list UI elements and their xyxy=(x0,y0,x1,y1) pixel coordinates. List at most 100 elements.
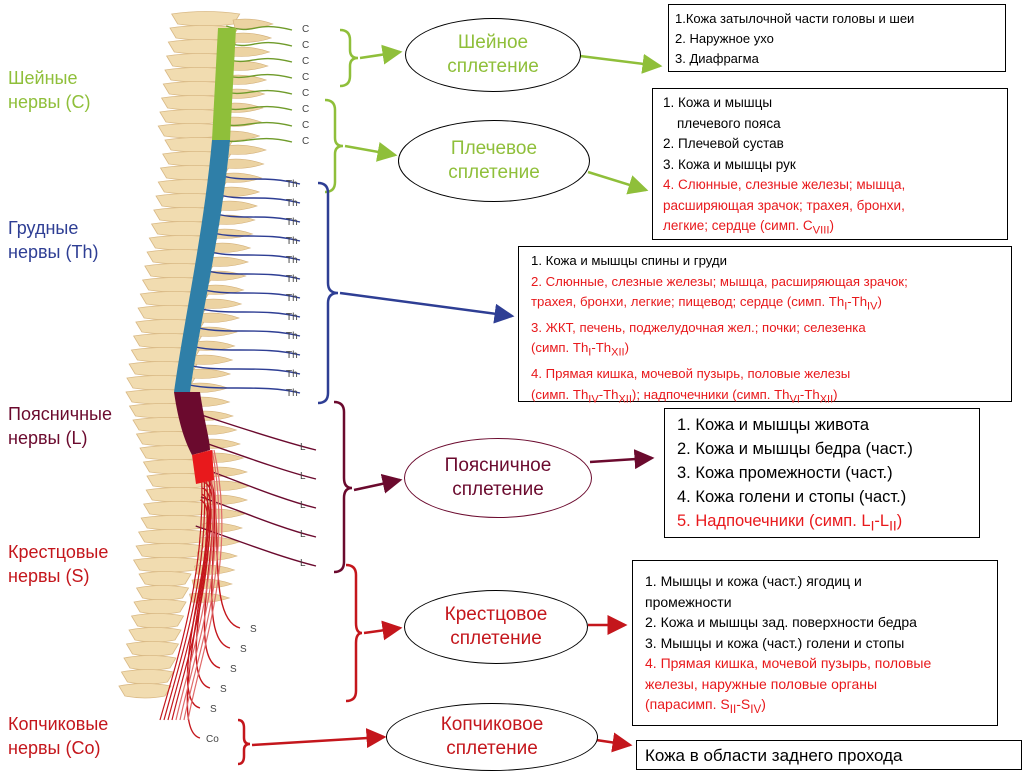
segment-label: S xyxy=(250,624,257,635)
vertebra xyxy=(133,599,187,615)
brace-coccygeal xyxy=(237,718,251,766)
nerve-root xyxy=(187,344,301,356)
info-subscript: I xyxy=(870,518,875,534)
info-subscript: IV xyxy=(867,301,878,314)
category-line: Поясничные xyxy=(8,404,112,424)
plexus-name: Плечевое xyxy=(450,138,538,159)
info-box-cervical: 1.Кожа затылочной части головы и шеи 2. … xyxy=(668,4,1006,72)
info-text: -Th xyxy=(591,340,612,356)
info-subscript: II xyxy=(889,518,897,534)
plexus-cervical: Шейное сплетение xyxy=(405,18,581,92)
plexus-brachial: Плечевое сплетение xyxy=(398,120,590,202)
info-box-coccygeal: Кожа в области заднего прохода xyxy=(636,740,1022,770)
info-line: 1. Кожа и мышцы xyxy=(663,95,773,110)
plexus-name: сплетение xyxy=(448,162,540,183)
vertebra-process xyxy=(189,368,232,379)
vertebra xyxy=(137,529,208,545)
segment-label: C xyxy=(302,56,309,67)
vertebra-process xyxy=(207,256,250,267)
info-line: 1. Кожа и мышцы живота xyxy=(677,416,870,434)
vertebra xyxy=(125,641,180,657)
vertebra-process xyxy=(223,158,265,169)
vertebra-process xyxy=(192,354,234,365)
info-subscript: XII xyxy=(618,393,632,406)
segment-label: Th xyxy=(286,198,298,209)
vertebra-process xyxy=(232,18,274,29)
info-subscript: IV xyxy=(588,393,599,406)
cauda-equina-fiber xyxy=(159,449,203,721)
vertebra xyxy=(118,683,172,699)
category-line: Крестцовые xyxy=(8,542,109,562)
plexus-sacral: Крестцовое сплетение xyxy=(404,590,588,664)
info-line: 4. Кожа голени и стопы (част.) xyxy=(677,488,907,506)
brace-cervical xyxy=(339,28,359,88)
segment-label: Th xyxy=(286,388,298,399)
info-text: (симп. Th xyxy=(531,340,589,356)
vertebra-process xyxy=(221,172,263,183)
info-line: 1.Кожа затылочной части головы и шеи xyxy=(675,11,915,26)
info-line: 2. Кожа и мышцы бедра (част.) xyxy=(677,440,913,458)
info-line: трахея, бронхи, легкие; пищевод; сердце … xyxy=(531,292,1005,317)
vertebra xyxy=(135,585,190,601)
category-lumbar: Поясничные нервы (L) xyxy=(8,402,112,450)
vertebra xyxy=(171,11,241,27)
cauda-equina-fiber xyxy=(167,449,209,721)
info-line: Кожа в области заднего прохода xyxy=(645,746,903,765)
nerve-root xyxy=(200,496,317,538)
vertebra xyxy=(140,515,210,531)
segment-labels: CCCCCCCCThThThThThThThThThThThThLLLLLSSS… xyxy=(206,24,309,745)
brace-lumbar xyxy=(333,400,353,574)
arrow-lumbar-to-box xyxy=(589,449,655,470)
segment-label: Th xyxy=(286,236,298,247)
category-line: нервы (С) xyxy=(8,92,91,112)
category-sacral: Крестцовые нервы (S) xyxy=(8,540,108,588)
plexus-name: Поясничное xyxy=(444,455,552,476)
vertebra-process xyxy=(230,32,273,43)
category-line: Грудные xyxy=(8,218,79,238)
arrow-to-coccygeal-plexus xyxy=(251,728,387,749)
cauda-equina-fiber xyxy=(183,449,220,721)
segment-label: S xyxy=(230,664,237,675)
info-line: 5. Надпочечники (симп. LI-LII) xyxy=(677,509,973,538)
plexus-name: сплетение xyxy=(447,56,539,77)
nerve-root xyxy=(194,306,301,318)
arrow-to-thoracic-box xyxy=(339,291,515,324)
category-thoracic: Грудные нервы (Th) xyxy=(8,216,98,264)
arrow-to-sacral-plexus xyxy=(363,620,403,641)
arrow-to-cervical-plexus xyxy=(359,44,403,65)
vertebra-process xyxy=(209,480,251,491)
info-text: ) xyxy=(829,218,834,233)
vertebra xyxy=(138,571,192,587)
info-line: 3. ЖКТ, печень, поджелудочная жел.; почк… xyxy=(531,319,866,335)
brace-brachial xyxy=(324,98,344,194)
segment-label: Th xyxy=(286,331,298,342)
category-coccygeal: Копчиковые нервы (Со) xyxy=(8,712,108,760)
segment-label: L xyxy=(300,500,306,511)
info-line: 4. Прямая кишка, мочевой пузырь, половые xyxy=(645,655,932,671)
info-line: 2. Наружное ухо xyxy=(675,31,774,46)
info-box-lumbar: 1. Кожа и мышцы живота 2. Кожа и мышцы б… xyxy=(664,408,980,538)
segment-label: S xyxy=(240,644,247,655)
info-line: 3. Кожа промежности (част.) xyxy=(677,464,893,482)
segment-label: S xyxy=(210,704,217,715)
info-subscript: IV xyxy=(750,702,762,716)
category-line: нервы (S) xyxy=(8,566,90,586)
nerve-root xyxy=(202,475,231,649)
segment-label: L xyxy=(300,558,306,569)
info-line: 2. Плечевой сустав xyxy=(663,136,784,151)
nerve-root xyxy=(191,325,301,337)
info-subscript: XII xyxy=(611,347,625,360)
segment-label: C xyxy=(302,72,309,83)
info-line: промежности xyxy=(645,593,732,610)
info-text: ) xyxy=(761,696,766,712)
vertebra-process xyxy=(222,102,264,113)
segment-label: Th xyxy=(286,255,298,266)
arrow-to-lumbar-plexus xyxy=(353,473,403,494)
info-text: -Th xyxy=(799,386,820,402)
segment-label: C xyxy=(302,24,309,35)
info-box-sacral: 1. Мышцы и кожа (част.) ягодиц и промежн… xyxy=(632,560,998,726)
nerve-root xyxy=(184,363,301,375)
info-line: 2. Кожа и мышцы зад. поверхности бедра xyxy=(645,614,917,630)
segment-label: L xyxy=(300,442,306,453)
